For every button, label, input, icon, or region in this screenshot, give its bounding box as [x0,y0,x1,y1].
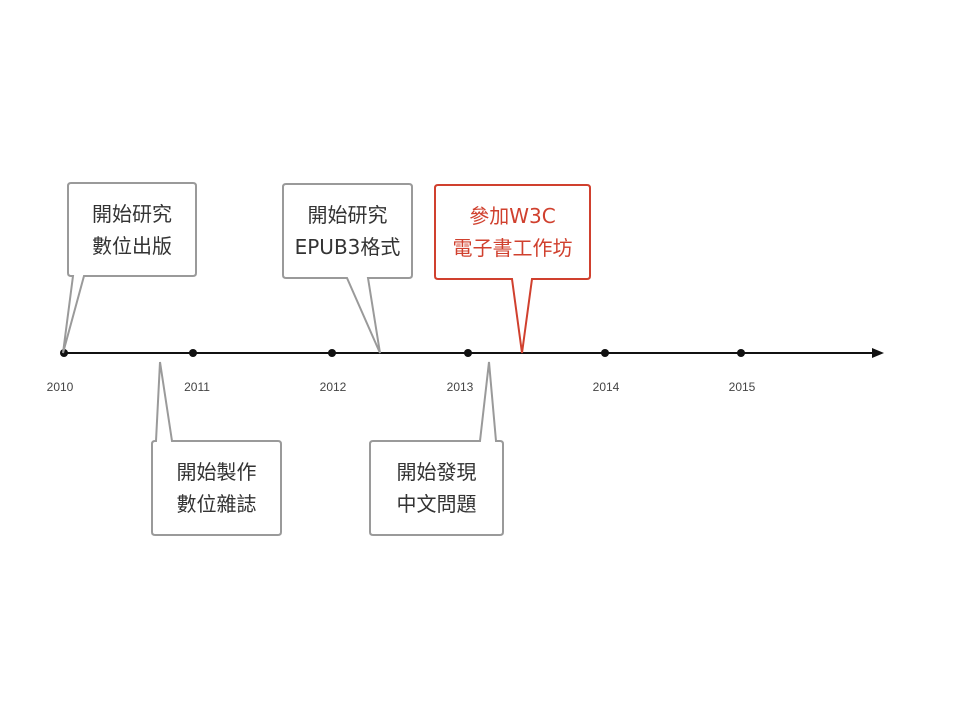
callout-line: 數位雜誌 [176,492,257,516]
callout-line: 開始發現 [396,460,477,484]
callout-chinese-issues: 開始發現 中文問題 [370,441,503,535]
year-label-2012: 2012 [319,380,347,394]
year-label-2011: 2011 [184,380,210,394]
callout-digital-publishing: 開始研究 數位出版 [68,183,196,276]
axis-arrowhead-icon [872,348,884,358]
callout-line: 開始製作 [176,460,257,484]
callout-line: 數位出版 [92,233,172,258]
callout-shape-w3c [434,184,591,354]
callout-line: 開始研究 [307,203,388,227]
callout-shape-digital-publishing [62,182,197,354]
callout-w3c-workshop: 參加W3C 電子書工作坊 [435,185,590,279]
callout-shape-chinese-issues [369,361,504,536]
year-label-2013: 2013 [446,380,474,394]
callout-line: 中文問題 [396,492,477,516]
callout-line: EPUB3格式 [294,235,401,259]
tick-2012 [328,349,336,357]
tick-2013 [464,349,472,357]
year-label-2015: 2015 [728,380,756,394]
callout-digital-magazine: 開始製作 數位雜誌 [152,441,281,535]
callout-line: 開始研究 [92,201,172,226]
tick-2014 [601,349,609,357]
callout-epub3: 開始研究 EPUB3格式 [283,184,412,278]
callout-line: 電子書工作坊 [452,236,573,260]
callout-line: 參加W3C [469,204,556,228]
callout-shape-epub3 [282,183,413,354]
year-label-2014: 2014 [592,380,620,394]
year-label-2010: 2010 [46,380,74,394]
tick-2011 [189,349,197,357]
callout-shape-digital-magazine [151,361,282,536]
tick-2015 [737,349,745,357]
